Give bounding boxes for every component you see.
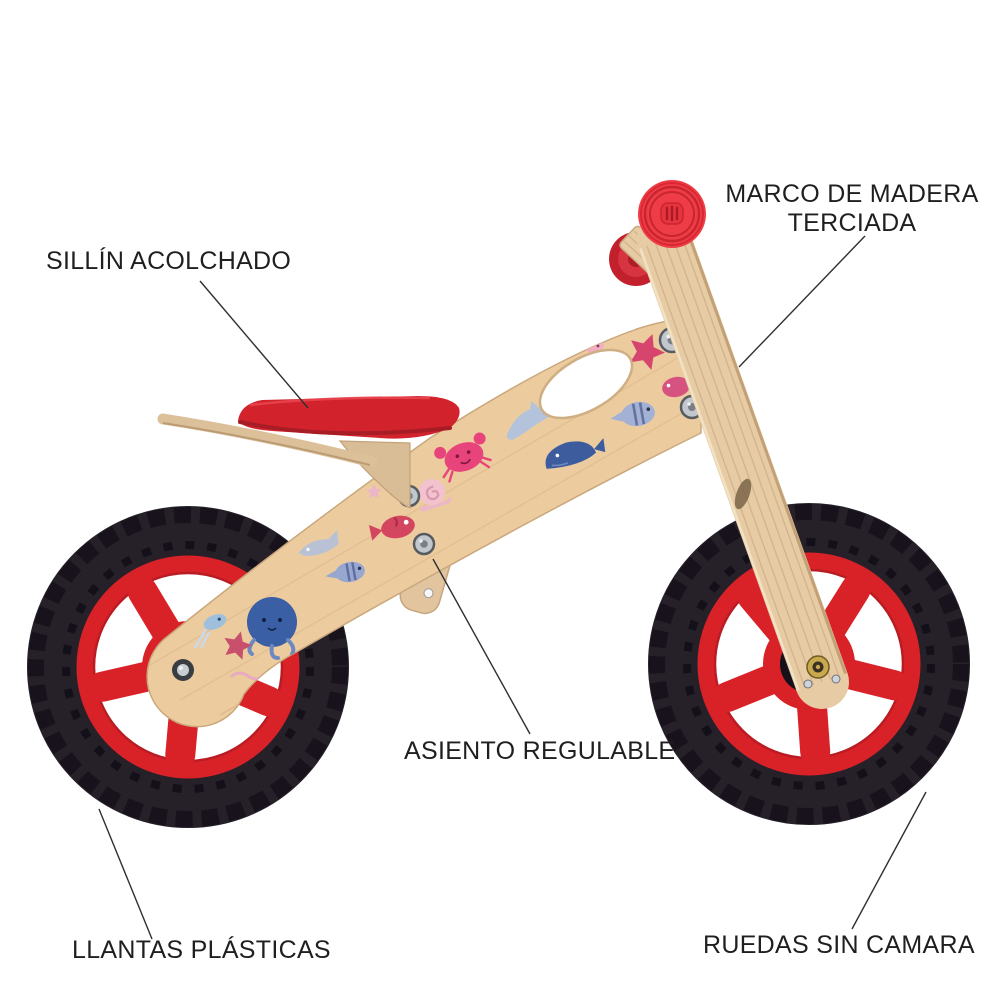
- label-plastic-rims: LLANTAS PLÁSTICAS: [72, 936, 331, 964]
- front-axle-screw: [806, 655, 830, 679]
- rear-rim: [76, 555, 300, 779]
- print-striped-fish-big: [610, 401, 655, 427]
- front-rim-spokes: [712, 574, 910, 767]
- print-striped-fish-small: [325, 561, 365, 583]
- rear-tire-tread-inner: [62, 541, 314, 793]
- callout-lines: [98, 235, 927, 940]
- rear-tire-tread: [28, 507, 348, 827]
- front-tire: [648, 503, 970, 825]
- print-red-fish: [368, 515, 415, 541]
- rear-axle-screw: [172, 659, 194, 681]
- carry-handle-cutout: [538, 348, 634, 420]
- print-squid: [193, 614, 227, 649]
- print-octopus: [247, 597, 297, 660]
- label-plywood-frame: MARCO DE MADERA TERCIADA: [725, 180, 979, 237]
- callout-line-frame: [738, 235, 866, 368]
- front-tire-tread: [649, 504, 969, 824]
- front-rim: [697, 552, 921, 776]
- label-padded-saddle: SILLÍN ACOLCHADO: [46, 247, 292, 275]
- fork-plank: [637, 213, 849, 709]
- rear-tire: [27, 506, 349, 828]
- label-adjustable-seat: ASIENTO REGULABLE: [404, 737, 676, 765]
- front-tire-tread-inner: [683, 538, 935, 790]
- fork-slot: [734, 478, 752, 510]
- callout-line-wheels: [851, 791, 927, 930]
- print-whale: [545, 438, 606, 469]
- print-shark: [298, 529, 339, 556]
- callout-line-rims: [98, 808, 153, 940]
- handlebar-grip-front: [638, 180, 706, 248]
- seat-plank: [157, 413, 378, 468]
- saddle: [238, 396, 460, 439]
- callout-line-seat: [432, 558, 531, 735]
- print-crab: [434, 432, 492, 483]
- label-tubeless-wheels: RUEDAS SIN CAMARA: [703, 931, 975, 959]
- callout-line-saddle: [199, 280, 309, 409]
- print-snail: [419, 479, 452, 512]
